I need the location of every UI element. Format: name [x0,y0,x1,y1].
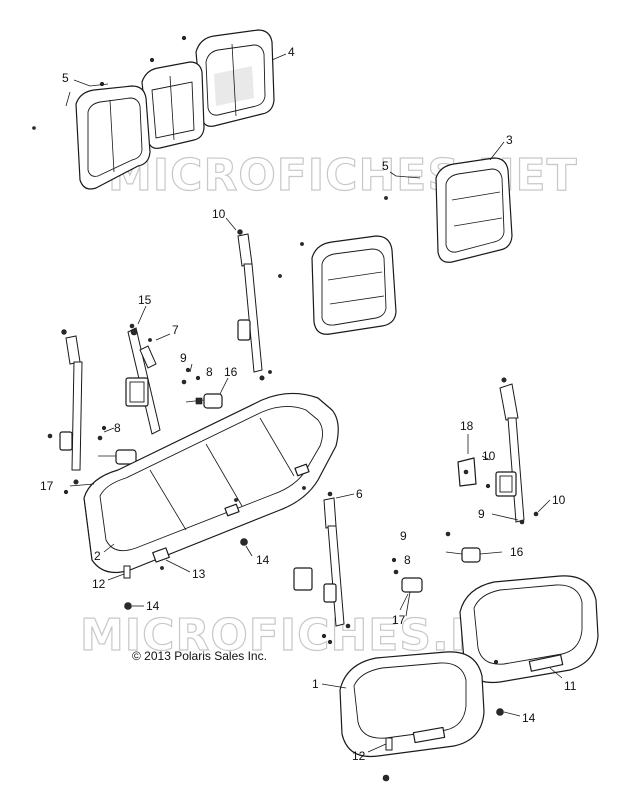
callout-17: 17 [40,479,54,493]
callout-3: 3 [506,133,513,147]
callout-18: 18 [460,419,474,433]
callout-5: 5 [62,71,69,85]
callout-14: 14 [522,711,536,725]
bucket-backrest-left[interactable] [300,235,397,335]
callout-14: 14 [146,599,160,613]
callout-10: 10 [212,207,226,221]
seat-belt-right-outboard[interactable] [485,377,539,525]
copyright-notice: © 2013 Polaris Sales Inc. [132,649,267,663]
callout-7: 7 [172,323,179,337]
leader-lines [69,53,563,753]
callout-2: 2 [94,549,101,563]
callout-12: 12 [92,577,106,591]
callout-13: 13 [192,567,206,581]
callout-11: 11 [564,679,577,693]
callout-16: 16 [510,545,524,559]
seat-belt-left-outboard[interactable] [47,329,83,485]
callout-8: 8 [114,421,121,435]
callout-15: 15 [138,293,152,307]
bucket-seat-base-part-11[interactable] [459,575,599,684]
bench-seat-base-part-2[interactable] [83,392,339,579]
buckle-part-16-upper[interactable] [185,393,223,409]
callout-9: 9 [400,529,407,543]
callout-17: 17 [392,613,406,627]
callout-10: 10 [482,449,496,463]
callout-8: 8 [206,365,213,379]
bench-backrest-part-4[interactable] [32,29,275,190]
buckle-part-17-upper[interactable] [98,449,137,465]
callout-9: 9 [180,351,187,365]
callout-10: 10 [552,493,566,507]
callout-1: 1 [312,677,319,691]
bucket-backrest-part-3[interactable] [384,157,513,263]
hardware-upper-left [63,323,201,497]
callout-labels: 4 5 3 5 10 15 7 9 8 16 8 17 18 10 10 9 6… [40,45,577,763]
callout-16: 16 [224,365,238,379]
callout-6: 6 [356,487,363,501]
seat-belt-part-15[interactable] [125,327,161,435]
callout-8: 8 [404,553,411,567]
callout-14: 14 [256,553,270,567]
seat-belt-center[interactable] [237,229,282,381]
buckle-part-16-lower[interactable] [445,531,481,563]
callout-5: 5 [382,159,389,173]
nuts-part-14 [124,538,504,782]
buckle-part-17-lower[interactable] [391,557,423,617]
callout-12: 12 [352,749,366,763]
callout-9: 9 [478,507,485,521]
callout-4: 4 [288,45,295,59]
bracket-part-18[interactable] [457,457,477,487]
bucket-seat-base-part-1[interactable] [339,651,485,758]
seat-belt-part-6[interactable] [293,491,351,645]
